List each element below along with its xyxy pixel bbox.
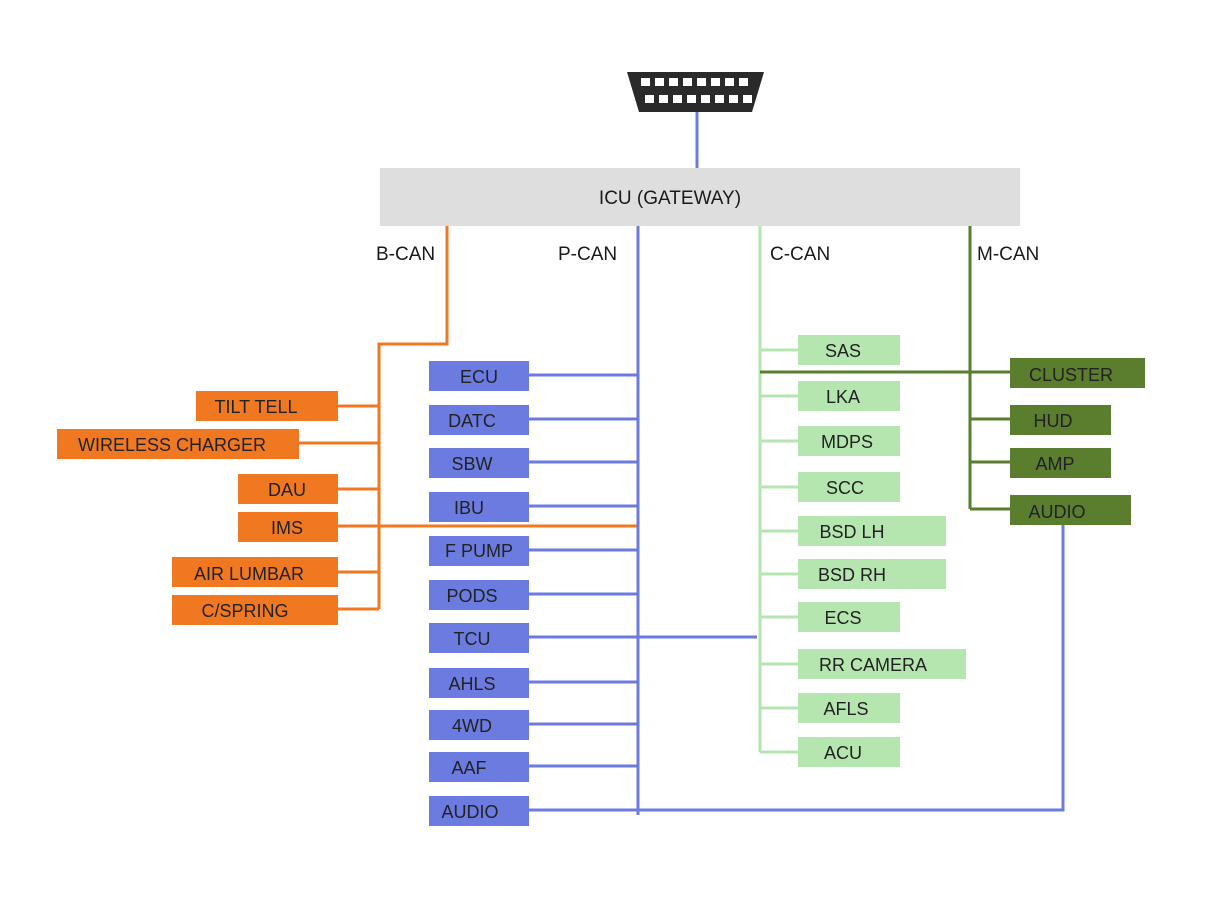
svg-text:DATC: DATC xyxy=(448,411,496,431)
svg-text:TCU: TCU xyxy=(454,629,491,649)
svg-text:BSD LH: BSD LH xyxy=(819,522,884,542)
svg-text:4WD: 4WD xyxy=(452,716,492,736)
svg-text:SCC: SCC xyxy=(826,478,864,498)
svg-text:TILT TELL: TILT TELL xyxy=(214,397,297,417)
module-sbw: SBW xyxy=(429,448,529,478)
svg-text:IMS: IMS xyxy=(271,518,303,538)
module-bsd-rh: BSD RH xyxy=(798,559,946,589)
svg-text:F PUMP: F PUMP xyxy=(445,541,513,561)
svg-text:AIR LUMBAR: AIR LUMBAR xyxy=(194,564,304,584)
svg-text:ACU: ACU xyxy=(824,743,862,763)
module-ibu: IBU xyxy=(429,492,529,522)
svg-text:HUD: HUD xyxy=(1034,411,1073,431)
m-can-bus xyxy=(760,226,1010,511)
module-tilt-tell: TILT TELL xyxy=(196,391,338,421)
svg-text:BSD RH: BSD RH xyxy=(818,565,886,585)
m-can-label: M-CAN xyxy=(977,244,1039,265)
b-can-label: B-CAN xyxy=(376,244,435,265)
svg-text:AUDIO: AUDIO xyxy=(441,802,498,822)
module-m-audio: AUDIO xyxy=(1010,495,1131,525)
svg-text:ECS: ECS xyxy=(824,608,861,628)
svg-text:C/SPRING: C/SPRING xyxy=(201,601,288,621)
module-acu: ACU xyxy=(798,737,900,767)
b-can-modules: TILT TELL WIRELESS CHARGER DAU IMS AIR L… xyxy=(57,391,338,625)
module-4wd: 4WD xyxy=(429,710,529,740)
svg-text:PODS: PODS xyxy=(446,586,497,606)
svg-text:ECU: ECU xyxy=(460,367,498,387)
svg-text:AHLS: AHLS xyxy=(448,674,495,694)
module-aaf: AAF xyxy=(429,752,529,782)
module-scc: SCC xyxy=(798,472,900,502)
obd-connector-icon xyxy=(627,72,764,112)
module-rr-camera: RR CAMERA xyxy=(798,649,966,679)
svg-text:IBU: IBU xyxy=(454,498,484,518)
module-tcu: TCU xyxy=(429,623,529,653)
p-can-label: P-CAN xyxy=(558,244,617,265)
module-bsd-lh: BSD LH xyxy=(798,516,946,546)
module-amp: AMP xyxy=(1010,448,1111,478)
module-ahls: AHLS xyxy=(429,668,529,698)
module-ecu: ECU xyxy=(429,361,529,391)
gateway-label: ICU (GATEWAY) xyxy=(599,188,741,209)
c-can-label: C-CAN xyxy=(770,244,830,265)
svg-text:AFLS: AFLS xyxy=(823,699,868,719)
module-wireless-charger: WIRELESS CHARGER xyxy=(57,429,299,459)
module-afls: AFLS xyxy=(798,693,900,723)
gateway-box xyxy=(380,168,1020,226)
module-hud: HUD xyxy=(1010,405,1111,435)
module-dau: DAU xyxy=(238,474,338,504)
module-datc: DATC xyxy=(429,405,529,435)
svg-text:CLUSTER: CLUSTER xyxy=(1029,365,1113,385)
module-pods: PODS xyxy=(429,580,529,610)
module-p-audio: AUDIO xyxy=(429,796,529,826)
module-cluster: CLUSTER xyxy=(1010,358,1145,388)
svg-text:AUDIO: AUDIO xyxy=(1028,502,1085,522)
svg-text:DAU: DAU xyxy=(268,480,306,500)
svg-text:WIRELESS CHARGER: WIRELESS CHARGER xyxy=(78,435,266,455)
svg-text:RR CAMERA: RR CAMERA xyxy=(819,655,927,675)
svg-text:SBW: SBW xyxy=(451,454,492,474)
svg-text:MDPS: MDPS xyxy=(821,432,873,452)
module-ecs: ECS xyxy=(798,602,900,632)
module-lka: LKA xyxy=(798,381,900,411)
c-can-bus xyxy=(758,226,798,754)
svg-text:AMP: AMP xyxy=(1035,454,1074,474)
p-can-modules: ECU DATC SBW IBU F PUMP PODS TCU AHLS xyxy=(429,361,529,826)
module-c-spring: C/SPRING xyxy=(172,595,338,625)
svg-text:LKA: LKA xyxy=(826,387,860,407)
module-sas: SAS xyxy=(798,335,900,365)
b-can-bus xyxy=(299,226,638,611)
module-air-lumbar: AIR LUMBAR xyxy=(172,557,338,587)
p-can-bus xyxy=(529,226,1065,815)
module-mdps: MDPS xyxy=(798,426,900,456)
module-ims: IMS xyxy=(238,512,338,542)
svg-text:AAF: AAF xyxy=(451,758,486,778)
module-f-pump: F PUMP xyxy=(429,536,529,566)
c-can-modules: SAS LKA MDPS SCC BSD LH BSD RH ECS RR C xyxy=(798,335,966,767)
m-can-modules: CLUSTER HUD AMP AUDIO xyxy=(1010,358,1145,525)
svg-text:SAS: SAS xyxy=(825,341,861,361)
